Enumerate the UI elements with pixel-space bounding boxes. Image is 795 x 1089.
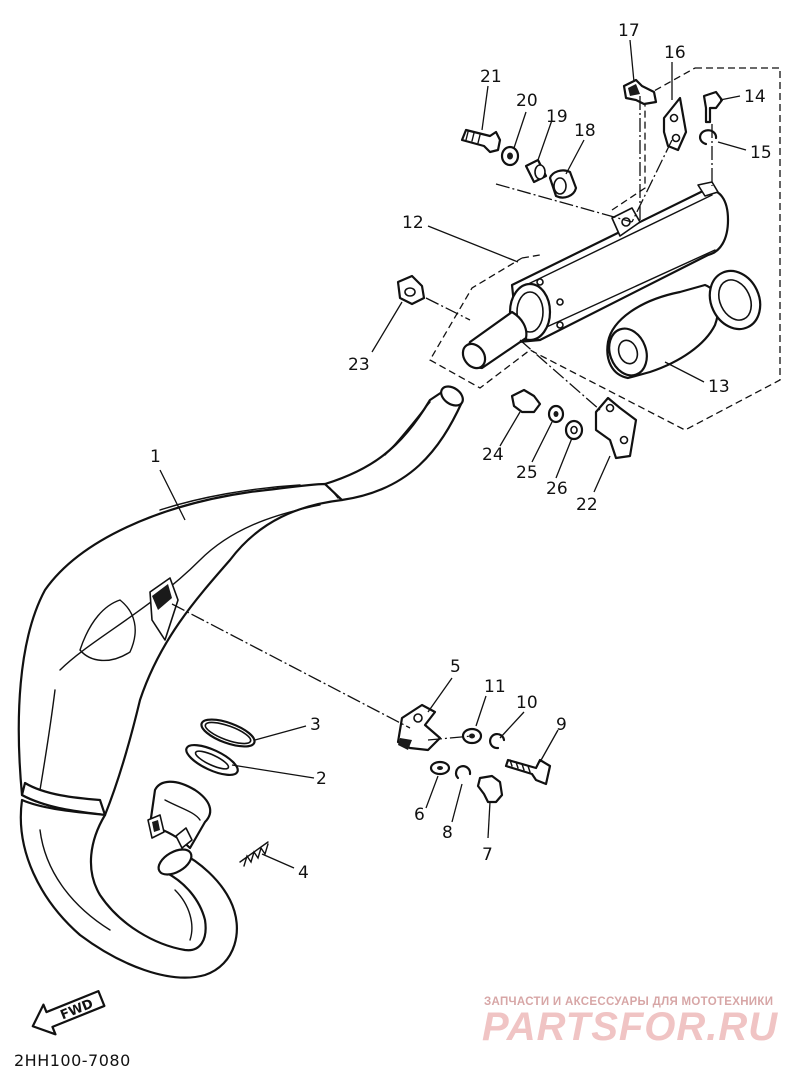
callout-1: 1 <box>150 447 161 467</box>
watermark: ЗАПЧАСТИ И АКСЕССУАРЫ ДЛЯ МОТОТЕХНИКИ PA… <box>482 996 778 1049</box>
watermark-brand: PARTSFOR.RU <box>482 1005 778 1049</box>
callout-17: 17 <box>618 21 640 41</box>
callout-14: 14 <box>744 87 766 107</box>
callout-2: 2 <box>316 769 327 789</box>
callout-numbers: 1 2 3 4 5 6 7 8 9 10 11 12 13 14 15 16 1… <box>150 21 772 883</box>
callout-20: 20 <box>516 91 538 111</box>
assembly-guide-lines <box>171 96 713 741</box>
callout-16: 16 <box>664 43 686 63</box>
callout-3: 3 <box>310 715 321 735</box>
callout-13: 13 <box>708 377 730 397</box>
watermark-tagline: ЗАПЧАСТИ И АКСЕССУАРЫ ДЛЯ МОТОТЕХНИКИ <box>484 996 773 1008</box>
chamber-stay-hardware <box>396 703 552 804</box>
callout-10: 10 <box>516 693 538 713</box>
callout-26: 26 <box>546 479 568 499</box>
forward-direction-arrow: FWD <box>31 989 106 1036</box>
callout-22: 22 <box>576 495 598 515</box>
callout-11: 11 <box>484 677 506 697</box>
callout-21: 21 <box>480 67 502 87</box>
callout-23: 23 <box>348 355 370 375</box>
o-ring <box>200 718 256 748</box>
silencer <box>461 181 730 370</box>
silencer-end-damper <box>606 269 762 380</box>
exhaust-spring <box>239 841 269 867</box>
callout-25: 25 <box>516 463 538 483</box>
callout-6: 6 <box>414 805 425 825</box>
callout-leaders <box>159 39 747 869</box>
diagram-code: 2HH100-7080 <box>14 1051 131 1070</box>
callout-24: 24 <box>482 445 504 465</box>
callout-8: 8 <box>442 823 453 843</box>
callout-7: 7 <box>482 845 493 865</box>
silencer-assembly-boundary <box>429 67 781 431</box>
exhaust-flange <box>147 780 212 850</box>
callout-4: 4 <box>298 863 309 883</box>
callout-15: 15 <box>750 143 772 163</box>
silencer-mount-hardware <box>396 78 724 460</box>
manifold-gasket <box>185 743 239 777</box>
exhaust-chamber <box>17 385 464 979</box>
callout-5: 5 <box>450 657 461 677</box>
callout-12: 12 <box>402 213 424 233</box>
callout-18: 18 <box>574 121 596 141</box>
callout-19: 19 <box>546 107 568 127</box>
callout-9: 9 <box>556 715 567 735</box>
